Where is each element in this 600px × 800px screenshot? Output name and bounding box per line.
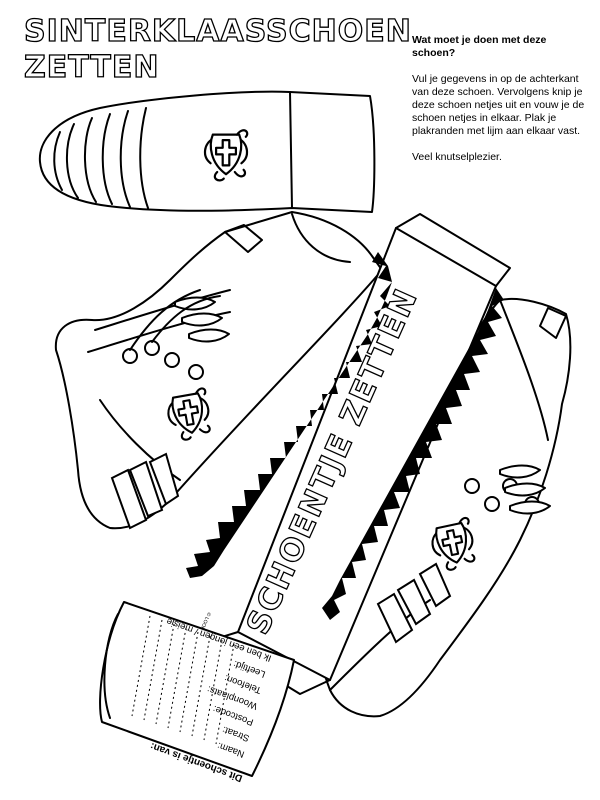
name-form-flap: Dit schoentje is van: Naam: Straat: Post… [99, 601, 295, 784]
instructions-question: Wat moet je doen met deze schoen? [412, 34, 547, 59]
title-line-2: ZETTEN [23, 49, 160, 85]
page-title: SINTERKLAASSCHOEN ZETTEN [23, 13, 411, 86]
title-line-1: SINTERKLAASSCHOEN [23, 13, 412, 49]
instructions-block: Wat moet je doen met deze schoen? Vul je… [412, 34, 590, 177]
instructions-body: Vul je gegevens in op de achterkant van … [412, 73, 585, 137]
shoe-sole-piece [38, 90, 376, 213]
instructions-closing: Veel knutselplezier. [412, 151, 502, 163]
left-shoe-piece [54, 211, 383, 530]
